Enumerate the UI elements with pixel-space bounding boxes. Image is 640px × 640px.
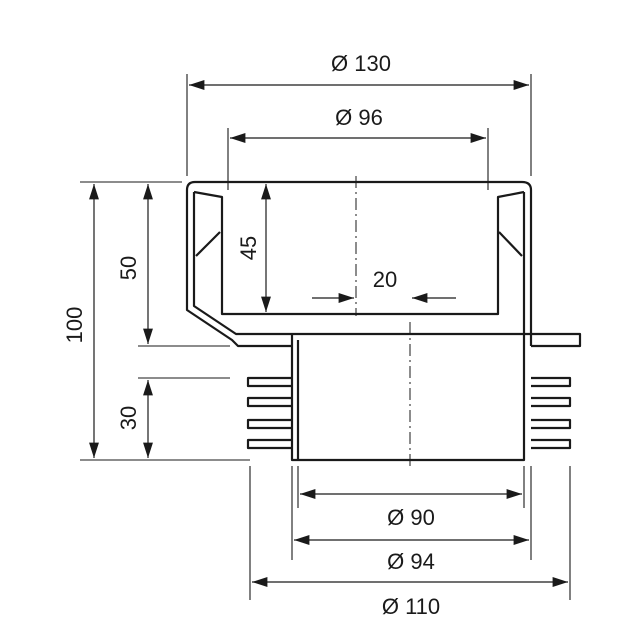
right-seal-line	[498, 231, 523, 257]
left-fin	[246, 418, 292, 430]
cup-outer-left-profile	[185, 190, 292, 348]
dimension-labels: Ø 130 Ø 96 45 50 100 30 20 Ø 90 Ø 94 Ø 1…	[62, 51, 440, 619]
cup-right-wall	[488, 180, 533, 346]
label-depth: 45	[236, 236, 261, 260]
label-inner-diameter: Ø 96	[335, 105, 383, 130]
right-fin	[531, 396, 572, 408]
spigot-outline	[290, 334, 526, 462]
label-height-lower: 30	[116, 406, 141, 430]
label-height-total: 100	[62, 307, 87, 344]
label-outer-diameter: Ø 130	[331, 51, 391, 76]
extension-lines	[80, 74, 571, 600]
cup-outer-left-wall	[185, 180, 228, 191]
right-fin	[531, 376, 572, 388]
label-offset: 20	[373, 267, 397, 292]
label-height-upper: 50	[116, 256, 141, 280]
adapter-body	[185, 180, 582, 462]
label-flange-diameter: Ø 110	[382, 594, 440, 619]
left-fin	[246, 438, 292, 450]
cup-left-lip	[193, 190, 525, 316]
label-spigot-diameter: Ø 90	[387, 505, 435, 530]
right-fin	[531, 418, 572, 430]
flange-plate	[292, 332, 582, 348]
left-fin	[246, 396, 292, 408]
label-spigot-outer: Ø 94	[387, 549, 435, 574]
dimension-lines	[89, 80, 568, 587]
cup-inner-left-profile	[192, 192, 292, 336]
left-fin	[246, 376, 292, 388]
right-fin	[531, 438, 572, 450]
left-seal-line	[195, 231, 221, 257]
